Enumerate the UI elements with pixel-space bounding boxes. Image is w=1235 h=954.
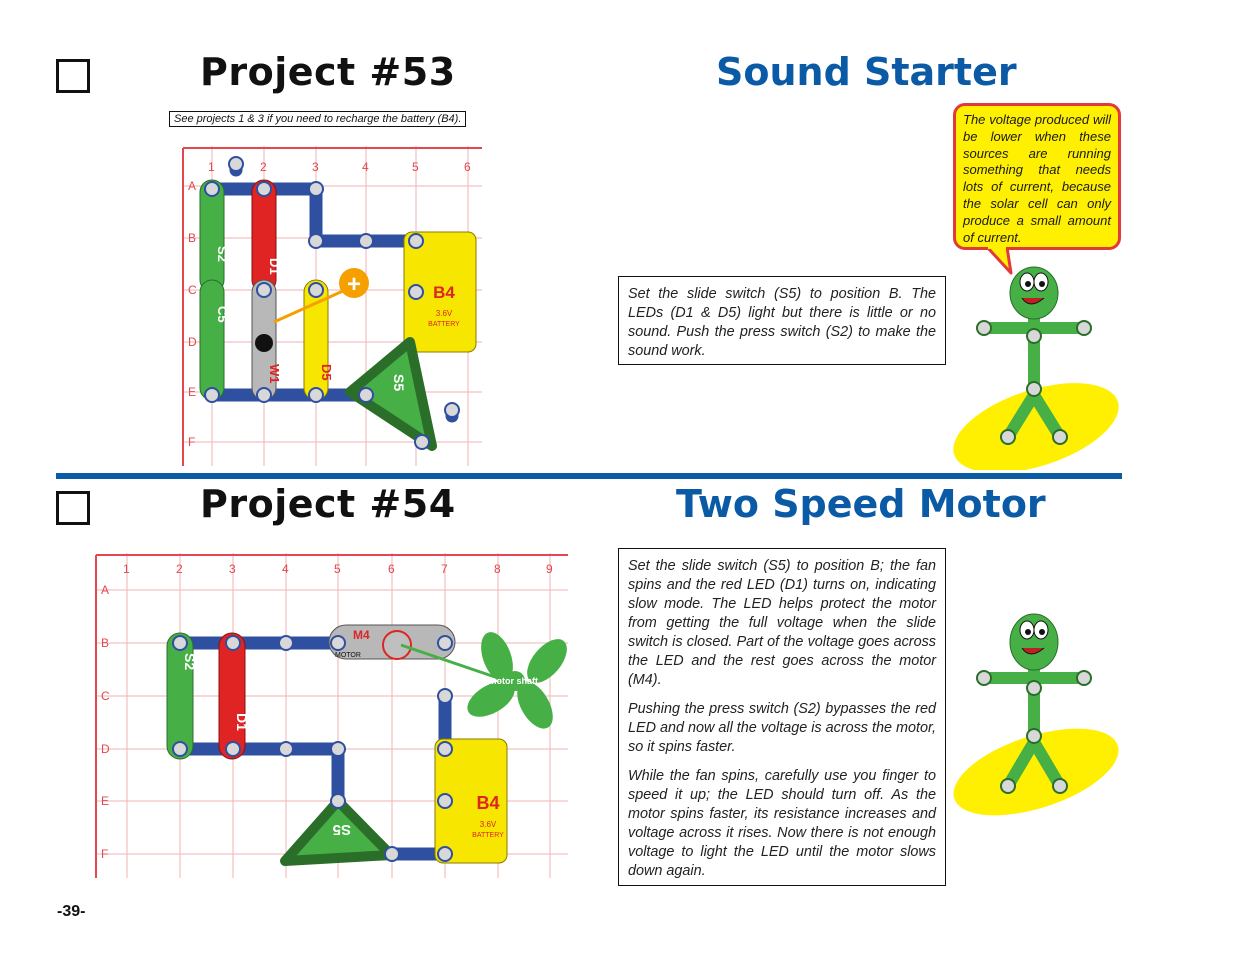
p53-b4-battery-text: BATTERY	[428, 321, 460, 328]
project-53-circuit-diagram: 1 2 3 4 5 6 A B C D E F S2 D1 C5 W1 D5 B…	[182, 146, 482, 466]
solar-cell-callout: The voltage produced will be lower when …	[953, 103, 1121, 250]
p54-row-a: A	[101, 583, 109, 597]
p53-col-2: 2	[260, 160, 267, 174]
p53-row-d: D	[188, 335, 197, 349]
p54-fan-label: on motor shaft	[475, 676, 538, 686]
p54-col-3: 3	[229, 562, 236, 576]
p54-row-b: B	[101, 636, 109, 650]
snappy-mascot-54	[953, 613, 1119, 816]
p53-horn-speaker	[255, 334, 273, 352]
p53-plus-marker	[339, 268, 369, 298]
p54-col-4: 4	[282, 562, 289, 576]
p54-s2-press-switch	[166, 632, 194, 760]
p53-row-c: C	[188, 283, 197, 297]
p54-fan	[467, 632, 567, 729]
p53-col-5: 5	[412, 160, 419, 174]
p54-m4-label: M4	[353, 628, 370, 642]
p54-paragraph-1: Set the slide switch (S5) to position B;…	[628, 558, 936, 688]
p53-d5-label: D5	[319, 364, 334, 381]
p53-row-f: F	[188, 435, 195, 449]
project-54-title: Project #54	[200, 482, 456, 526]
p54-motor-shaft	[382, 630, 412, 660]
project-54-name: Two Speed Motor	[676, 482, 1046, 526]
snappy-mascot-53	[953, 266, 1119, 470]
project-53-instructions: Set the slide switch (S5) to position B.…	[618, 276, 946, 365]
p54-paragraph-3: While the fan spins, carefully use you f…	[628, 768, 936, 879]
p53-b4-voltage: 3.6V	[436, 309, 453, 318]
p54-s2-label: S2	[182, 653, 198, 670]
p54-row-f: F	[101, 847, 108, 861]
p54-paragraph-2: Pushing the press switch (S2) bypasses t…	[628, 701, 936, 755]
p53-plus-symbol: +	[347, 271, 361, 298]
callout-pointer	[985, 247, 1013, 275]
p53-b4-label: B4	[433, 283, 455, 302]
p54-d1-label: D1	[234, 713, 250, 731]
p54-col-2: 2	[176, 562, 183, 576]
project-54-instructions: Set the slide switch (S5) to position B;…	[618, 548, 946, 886]
p53-c5-capacitor	[199, 279, 225, 401]
p53-s2-label: S2	[215, 246, 230, 262]
p53-col-3: 3	[312, 160, 319, 174]
p54-s5-label: S5	[333, 821, 351, 838]
p53-col-4: 4	[362, 160, 369, 174]
project-53-name: Sound Starter	[716, 50, 1017, 94]
p54-row-c: C	[101, 689, 110, 703]
p54-row-e: E	[101, 794, 109, 808]
p54-col-6: 6	[388, 562, 395, 576]
p53-col-6: 6	[464, 160, 471, 174]
p54-b4-battery-text: BATTERY	[472, 832, 504, 839]
project-53-title: Project #53	[200, 50, 456, 94]
p53-col-1: 1	[208, 160, 215, 174]
p53-row-a: A	[188, 179, 196, 193]
p54-col-7: 7	[441, 562, 448, 576]
p53-d1-label: D1	[267, 258, 282, 275]
p54-d1-led	[218, 632, 246, 760]
project-53-checkbox[interactable]	[56, 59, 90, 93]
p53-b4-battery	[403, 231, 477, 353]
p53-instructions-text: Set the slide switch (S5) to position B.…	[628, 286, 936, 359]
p53-w1-label: W1	[267, 364, 282, 384]
p53-s5-label: S5	[391, 374, 407, 391]
p54-col-9: 9	[546, 562, 553, 576]
p54-col-8: 8	[494, 562, 501, 576]
p53-row-b: B	[188, 231, 196, 245]
p53-row-e: E	[188, 385, 196, 399]
p53-s5-slide-switch	[345, 337, 437, 451]
p54-b4-label: B4	[476, 793, 499, 813]
battery-recharge-note: See projects 1 & 3 if you need to rechar…	[169, 111, 467, 127]
p54-s5-slide-switch	[280, 796, 396, 866]
p53-c5-label: C5	[215, 306, 230, 323]
p54-col-1: 1	[123, 562, 130, 576]
p54-col-5: 5	[334, 562, 341, 576]
project-54-checkbox[interactable]	[56, 491, 90, 525]
p54-b4-battery	[434, 738, 508, 864]
p54-b4-voltage: 3.6V	[480, 820, 497, 829]
section-divider	[56, 473, 1122, 479]
page-number: -39-	[57, 903, 86, 920]
p54-m4-sub: MOTOR	[335, 652, 361, 659]
p54-row-d: D	[101, 742, 110, 756]
project-54-circuit-diagram: 1 2 3 4 5 6 7 8 9 A B C D E F S2 D1 M4 M…	[95, 553, 568, 878]
